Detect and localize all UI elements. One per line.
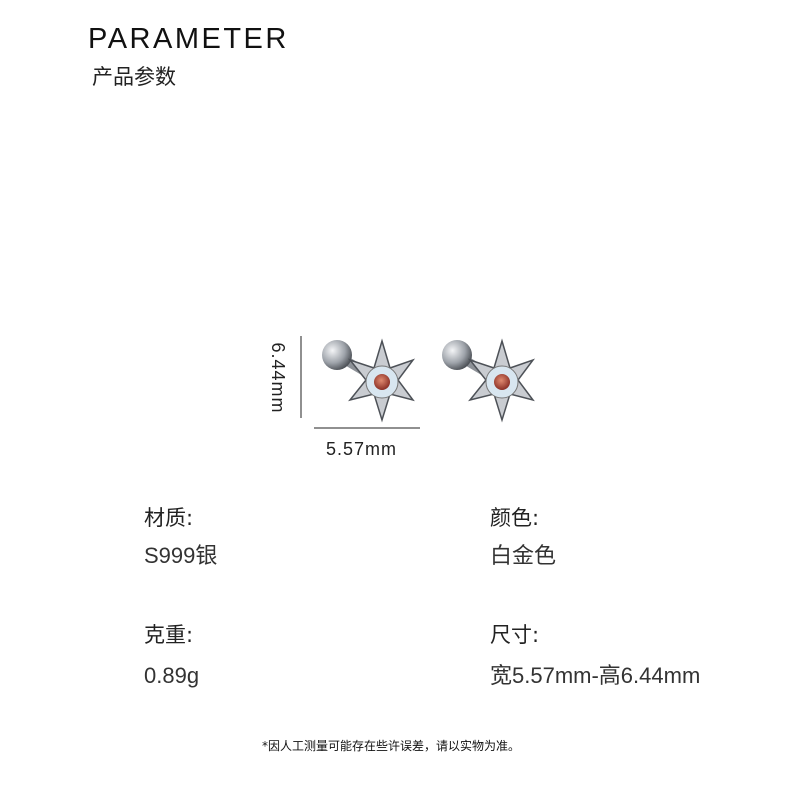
width-dimension-label: 5.57mm [326,439,398,459]
page-title: PARAMETER [88,23,289,55]
measurement-note: *因人工测量可能存在些许误差，请以实物为准。 [262,739,521,753]
size-value: 宽5.57mm-高6.44mm [490,663,701,688]
material-value: S999银 [144,543,218,568]
height-dimension-label: 6.44mm [268,342,288,414]
color-value: 白金色 [490,543,557,568]
earring-right [442,338,536,423]
page-subtitle: 产品参数 [92,65,176,89]
size-label: 尺寸: [490,623,540,647]
earring-left [322,338,416,423]
weight-value: 0.89g [144,663,200,688]
material-label: 材质: [144,506,194,530]
weight-label: 克重: [144,623,194,647]
color-label: 颜色: [490,506,540,530]
